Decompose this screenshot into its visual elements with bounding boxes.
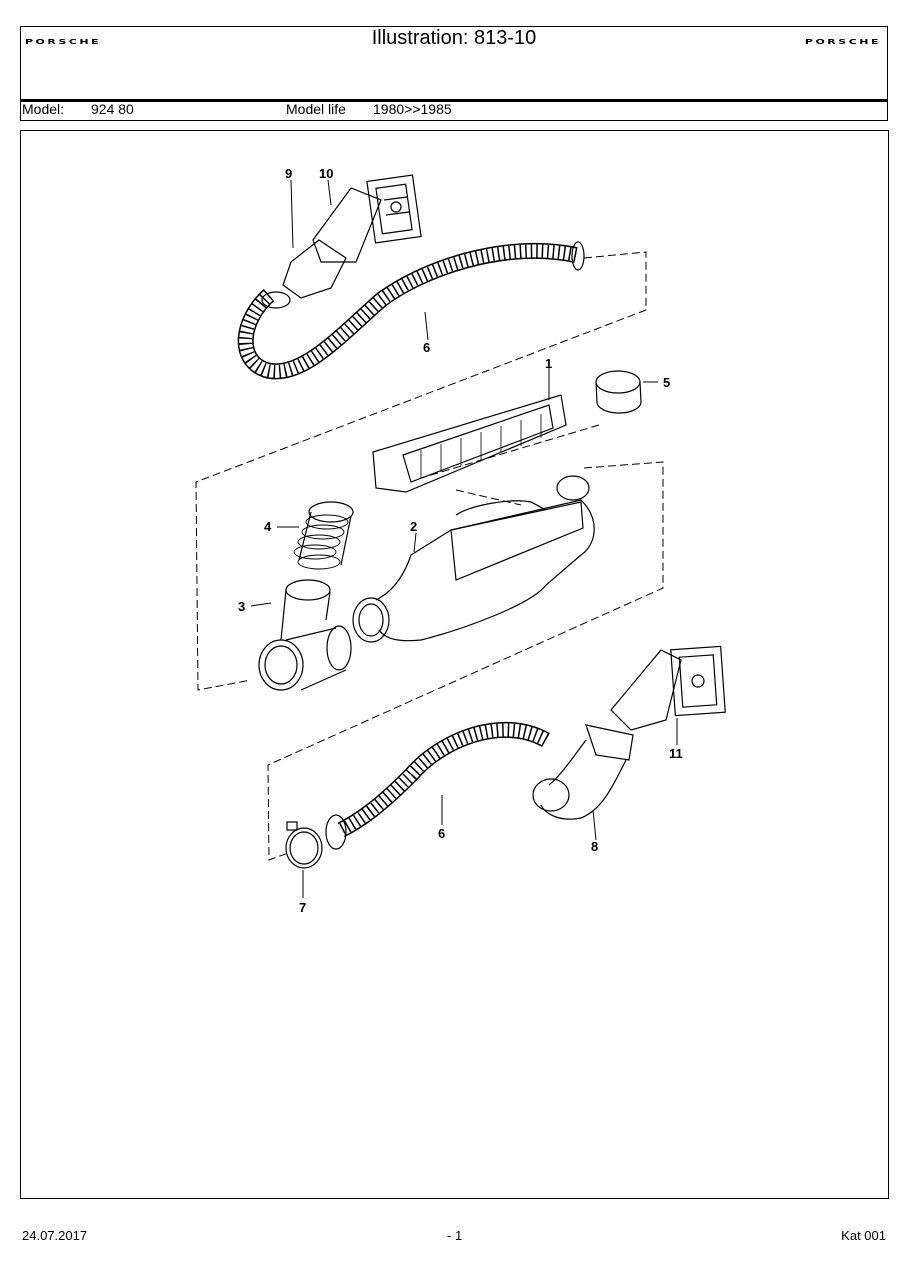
illustration-title: Illustration: 813-10 (371, 27, 537, 49)
assembly-line-middle (267, 461, 664, 861)
model-life-label: Model life (286, 101, 346, 117)
bellows-part-4 (293, 501, 354, 570)
callout-9: 9 (285, 166, 292, 181)
callout-10: 10 (319, 166, 333, 181)
callout-1: 1 (545, 356, 552, 371)
footer-catalog: Kat 001 (841, 1228, 886, 1243)
upper-hose-part-6 (237, 241, 585, 380)
model-life-value: 1980>>1985 (373, 101, 452, 117)
model-value: 924 80 (91, 101, 134, 117)
assembly-line-ring (420, 424, 600, 479)
upper-vent-outlet-parts-9-10 (261, 174, 422, 309)
assembly-line-top (195, 251, 647, 691)
porsche-logo-right: PORSCHE (804, 37, 881, 46)
elbow-duct-part-8 (532, 724, 634, 820)
center-vent-part-1 (372, 394, 567, 493)
t-connector-part-3 (258, 579, 352, 691)
lower-vent-outlet-part-11 (610, 645, 726, 731)
parts-diagram: 9 10 6 1 5 4 2 3 11 6 8 7 (195, 166, 726, 915)
footer-date: 24.07.2017 (22, 1228, 88, 1243)
callout-2: 2 (410, 519, 417, 534)
page-header: PORSCHE Illustration: 813-10 PORSCHE Mod… (20, 26, 888, 121)
header-divider (21, 99, 887, 102)
hose-clamp-part-7 (285, 821, 323, 869)
ring-part-5 (595, 370, 642, 414)
callout-7: 7 (299, 900, 306, 915)
callout-4: 4 (264, 519, 272, 534)
callout-5: 5 (663, 375, 670, 390)
porsche-logo-left: PORSCHE (25, 37, 102, 46)
footer-page-number: - 1 (447, 1228, 463, 1243)
lower-hose-part-6 (325, 721, 550, 850)
assembly-line-vent (455, 489, 522, 506)
air-duct-part-2 (352, 475, 595, 643)
callout-6-upper: 6 (423, 340, 430, 355)
callout-6-lower: 6 (438, 826, 445, 841)
callout-11: 11 (669, 746, 683, 761)
model-label: Model: (22, 101, 65, 117)
callout-8: 8 (591, 839, 598, 854)
illustration-frame: 9 10 6 1 5 4 2 3 11 6 8 7 (20, 130, 889, 1199)
callout-3: 3 (238, 599, 245, 614)
